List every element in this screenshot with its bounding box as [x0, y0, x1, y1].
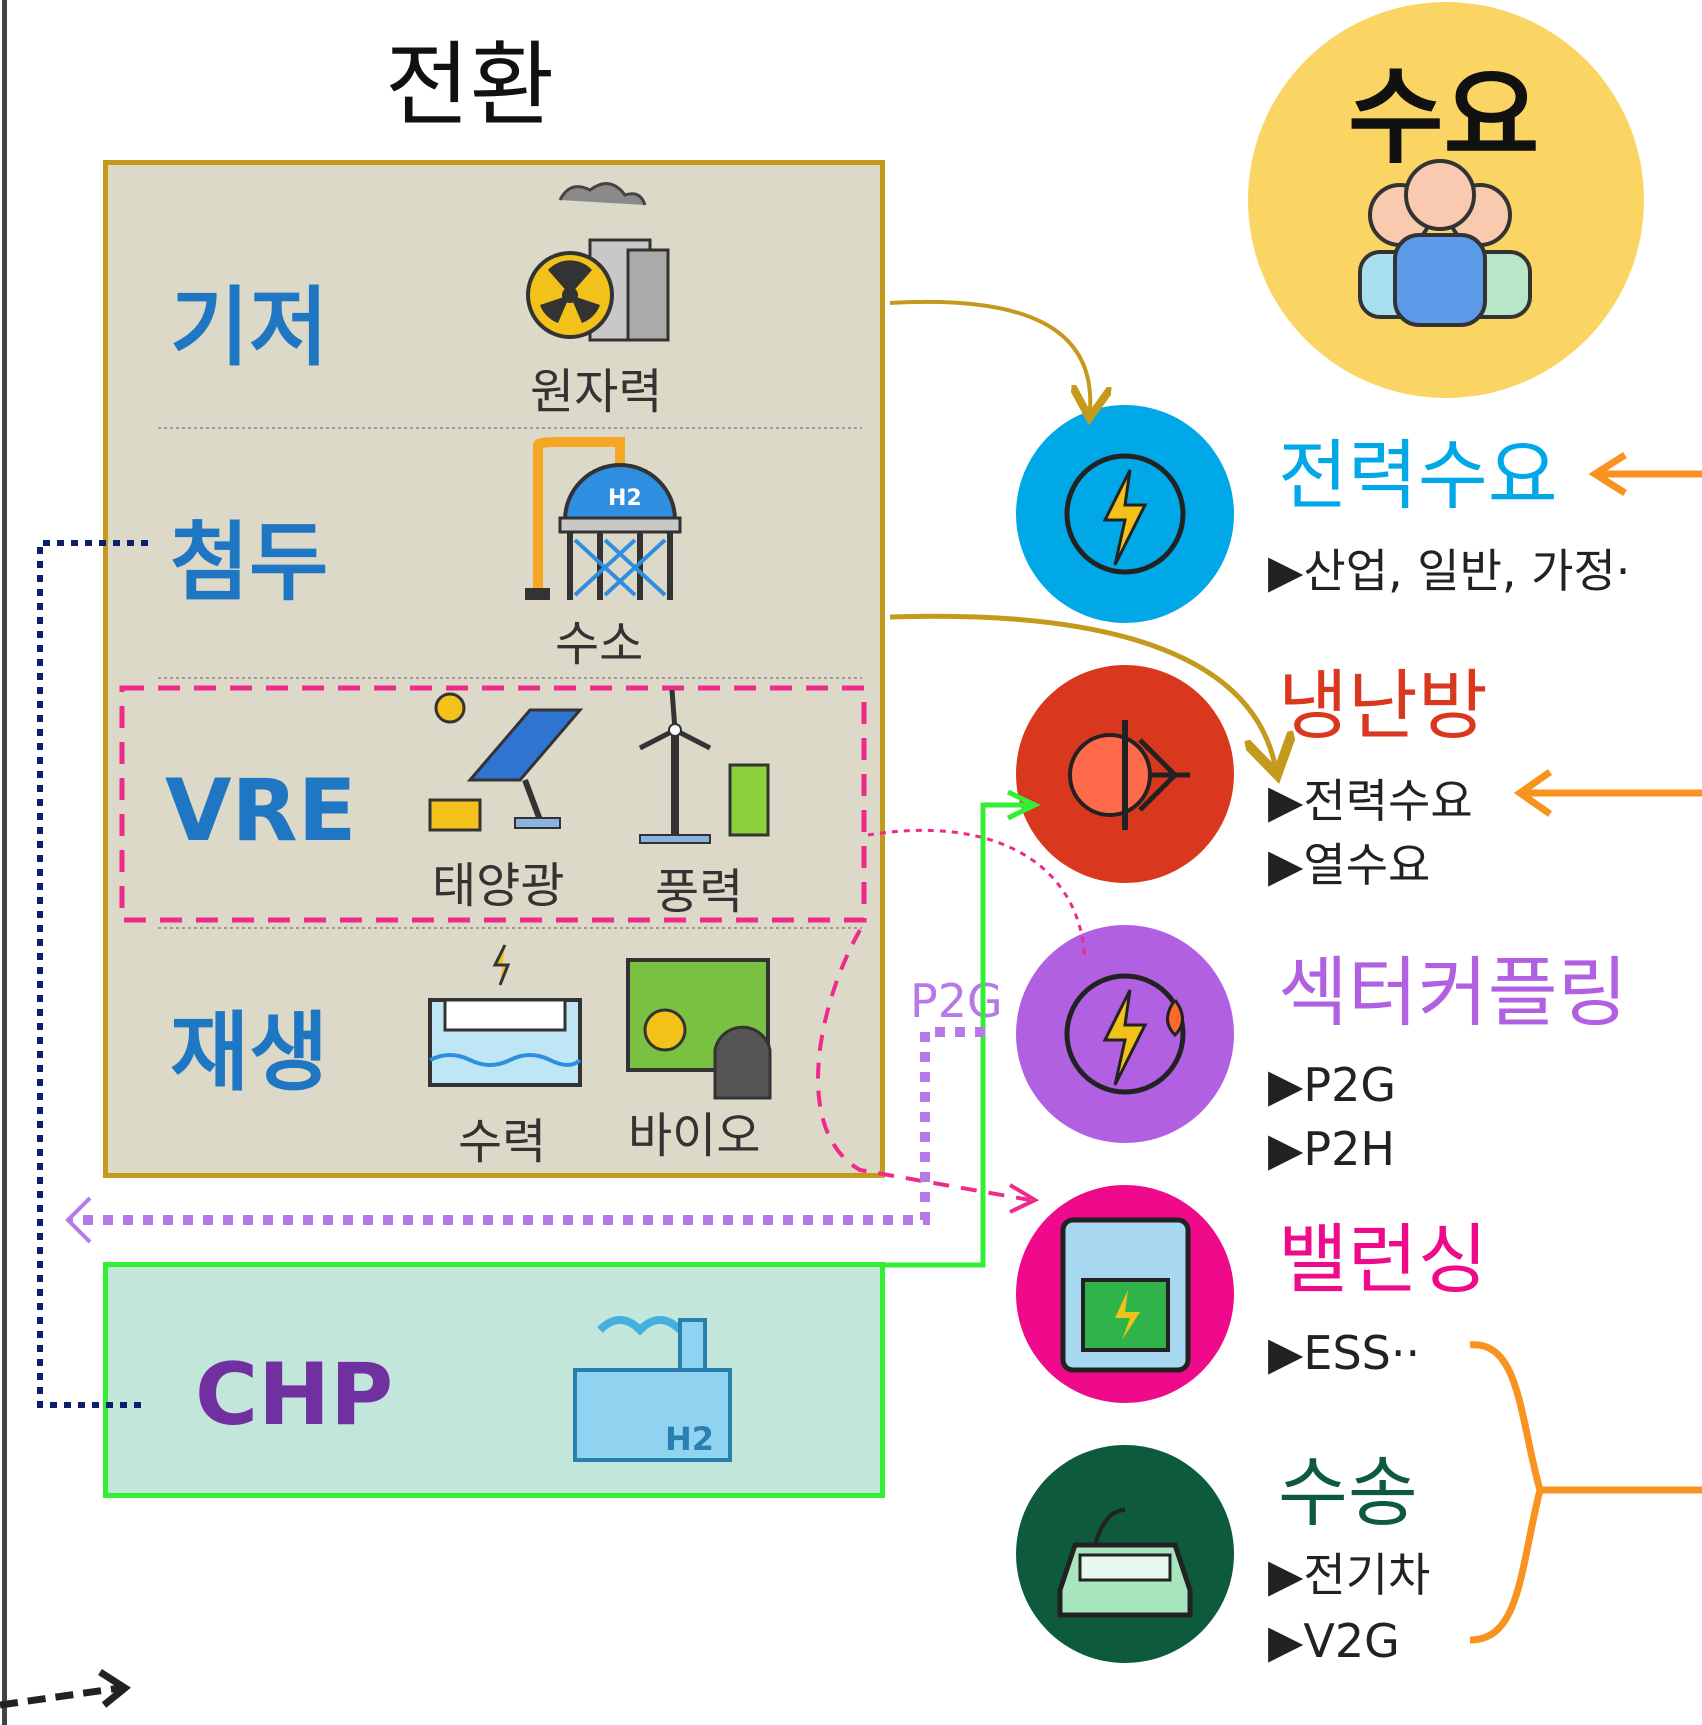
chp-box: [103, 1262, 885, 1498]
chp-plant-icon: H2: [573, 1316, 732, 1462]
hydrogen-tank-icon: H2: [525, 437, 682, 600]
svg-text:H2: H2: [665, 1420, 714, 1458]
category-renewable: 재생: [170, 1003, 329, 1103]
orange-arrow-heating: [1513, 769, 1702, 817]
section-title: 전환: [385, 32, 555, 139]
arrow-vre-to-balancing: [816, 929, 1031, 1202]
battery-icon: [1060, 1217, 1191, 1373]
demand-detail-transport-0: ▶전기차: [1268, 1548, 1431, 1602]
demand-title: 수요: [1348, 56, 1540, 178]
sector-coupling-icon: [1064, 973, 1186, 1095]
orange-arrow-power: [1588, 452, 1702, 496]
demand-detail-sector-1: ▶P2H: [1268, 1122, 1395, 1176]
item-label-hydro: 수력: [458, 1114, 547, 1170]
left-border-line: [2, 0, 7, 1725]
nuclear-plant-icon: [526, 182, 670, 342]
electric-car-icon: [1057, 1508, 1193, 1618]
bio-plant-icon: [626, 958, 772, 1100]
bottom-dashed-arrow: [0, 1684, 121, 1709]
demand-detail-heating-0: ▶전력수요: [1268, 774, 1473, 828]
category-vre: VRE: [165, 761, 357, 861]
sun-snowflake-icon: [1068, 720, 1190, 830]
navy-dotted-link: [37, 540, 148, 1408]
arrow-peak-to-heating: [889, 613, 1275, 765]
svg-text:H2: H2: [608, 486, 642, 511]
item-label-nuclear: 원자력: [530, 364, 663, 420]
item-label-wind: 풍력: [655, 864, 744, 920]
hydro-dam-icon: [428, 944, 582, 1087]
category-peak: 첨두: [170, 513, 329, 613]
demand-detail-balancing-0: ▶ESS··: [1268, 1326, 1421, 1380]
item-label-hydrogen: 수소: [555, 616, 644, 672]
demand-detail-heating-1: ▶열수요: [1268, 838, 1431, 892]
orange-bracket: [1469, 1341, 1702, 1644]
demand-title-transport: 수송: [1278, 1448, 1418, 1537]
p2g-flow-label: P2G: [910, 974, 1003, 1028]
demand-detail-sector-0: ▶P2G: [1268, 1058, 1397, 1112]
category-chp: CHP: [195, 1345, 394, 1445]
item-label-solar: 태양광: [432, 858, 565, 914]
p2g-dotted-loop: [70, 1027, 985, 1225]
demand-title-sector-coupling: 섹터커플링: [1278, 948, 1628, 1037]
vre-dashed-box: [119, 685, 867, 923]
category-baseload: 기저: [170, 278, 329, 378]
demand-detail-power-0: ▶산업, 일반, 가정·: [1268, 544, 1631, 598]
wind-turbine-icon: [638, 689, 770, 844]
demand-title-power: 전력수요: [1278, 431, 1558, 520]
demand-detail-transport-1: ▶V2G: [1268, 1614, 1400, 1668]
demand-title-balancing: 밸런싱: [1278, 1215, 1488, 1304]
arrow-baseload-to-power: [889, 299, 1090, 410]
item-label-bio: 바이오: [628, 1108, 761, 1164]
people-icon: [1358, 159, 1532, 327]
power-plug-icon: [1064, 453, 1186, 575]
demand-title-heating-cooling: 냉난방: [1278, 661, 1488, 750]
arrow-vre-to-sector: [867, 828, 1087, 961]
solar-panel-icon: [428, 692, 584, 832]
